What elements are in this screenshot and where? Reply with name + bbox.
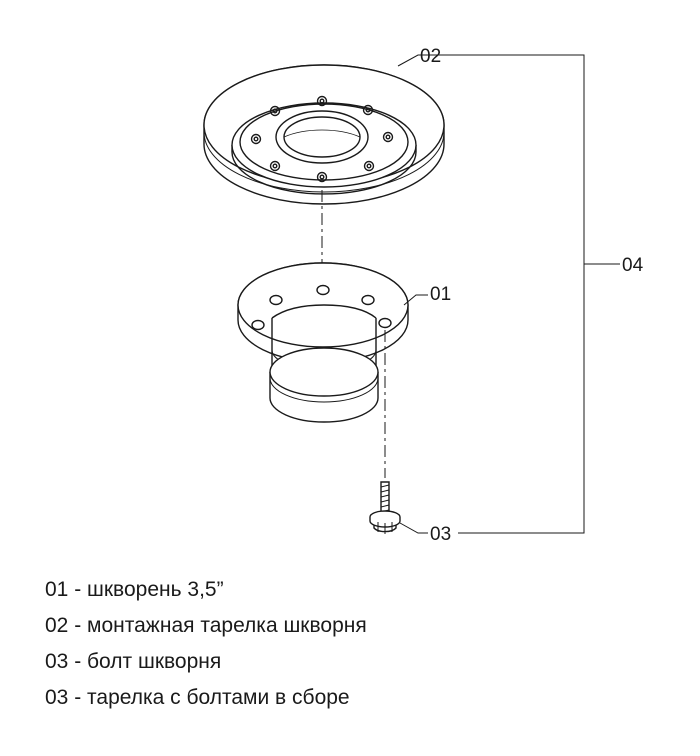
legend-item: 03 - тарелка с болтами в сборе: [45, 686, 350, 709]
callout-01: 01: [430, 284, 451, 305]
legend-item: 03 - болт шкворня: [45, 650, 222, 673]
leader-lines: [397, 54, 620, 534]
kingpin-part: [237, 262, 409, 423]
exploded-assembly-diagram: 02 01 03 04: [203, 46, 644, 545]
callout-03: 03: [430, 524, 451, 545]
parts-legend: 01 - шкворень 3,5” 02 - монтажная тарелк…: [45, 572, 367, 716]
plate-bolt-holes: [250, 95, 394, 183]
callout-02: 02: [420, 46, 441, 67]
bolt-part: [369, 481, 401, 534]
legend-item: 02 - монтажная тарелка шкворня: [45, 614, 367, 637]
legend-item: 01 - шкворень 3,5”: [45, 578, 224, 601]
callout-04: 04: [622, 255, 644, 276]
flange-bolt-holes: [251, 284, 392, 331]
mounting-plate-part: [203, 64, 445, 205]
